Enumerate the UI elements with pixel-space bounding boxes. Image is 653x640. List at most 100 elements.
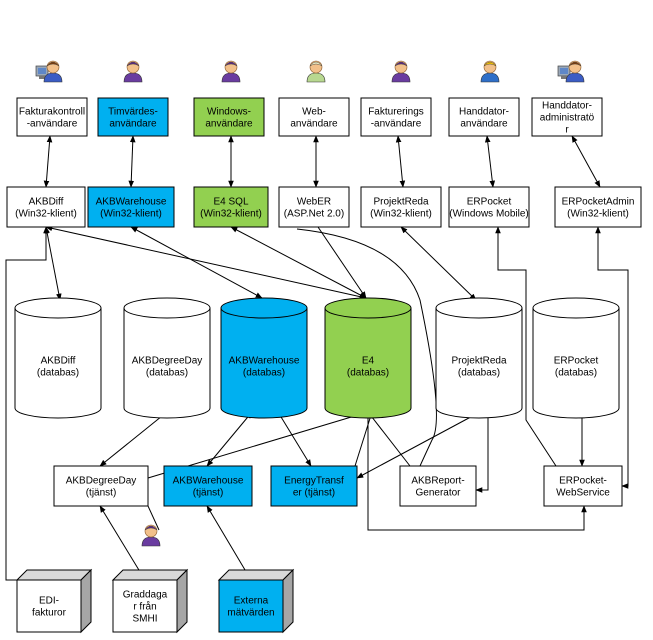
node-label: -användare	[27, 119, 78, 130]
box-c7[interactable]: ERPocketAdmin(Win32-klient)	[554, 186, 642, 228]
node-label: Generator	[415, 488, 461, 499]
database-body	[435, 308, 523, 419]
box-shape	[360, 97, 432, 137]
node-label: (databas)	[146, 368, 188, 379]
cube-side	[282, 568, 294, 634]
node-label: WebService	[556, 488, 610, 499]
connector	[99, 505, 146, 581]
node-label: Externa	[234, 596, 269, 607]
node-label: AKBWarehouse	[96, 197, 167, 208]
node-label: (tjänst)	[193, 488, 224, 499]
box-shape	[97, 97, 169, 137]
box-u6[interactable]: Handdator-användare	[448, 97, 520, 137]
box-c4[interactable]: WebER(ASP.Net 2.0)	[278, 186, 350, 228]
database-body	[532, 308, 620, 419]
box-u3[interactable]: Windows-användare	[193, 97, 265, 137]
box-shape	[6, 186, 86, 228]
node-label: (Win32-klient)	[370, 209, 432, 220]
database-d5[interactable]: ProjektReda(databas)	[435, 297, 523, 419]
database-d2[interactable]: AKBDegreeDay(databas)	[123, 297, 211, 419]
user-icon	[141, 524, 161, 547]
database-d1[interactable]: AKBDiff(databas)	[14, 297, 102, 419]
box-s1[interactable]: AKBDegreeDay(tjänst)	[53, 465, 149, 507]
box-shape	[278, 97, 350, 137]
box-shape	[270, 465, 358, 507]
node-label: (databas)	[458, 368, 500, 379]
connector	[230, 226, 367, 299]
node-label: Graddaga	[123, 590, 168, 601]
box-c3[interactable]: E4 SQL(Win32-klient)	[193, 186, 269, 228]
node-label: Web-	[302, 107, 326, 118]
node-label: (Windows Mobile)	[449, 209, 528, 220]
node-label: (Win32-klient)	[15, 209, 77, 220]
box-s4[interactable]: AKBReport-Generator	[399, 465, 477, 507]
node-label: administratö	[540, 113, 595, 124]
node-label: er (tjänst)	[293, 488, 335, 499]
connector	[206, 505, 252, 581]
worker-icon	[480, 60, 500, 83]
connector	[475, 412, 489, 493]
node-label: AKBWarehouse	[173, 476, 244, 487]
node-label: mätvärden	[227, 608, 274, 619]
node-label: fakturor	[32, 608, 67, 619]
box-shape	[163, 465, 253, 507]
node-label: ERPocket	[554, 356, 599, 367]
node-label: (databas)	[37, 368, 79, 379]
database-top	[324, 297, 412, 319]
database-d3[interactable]: AKBWarehouse(databas)	[220, 297, 308, 419]
box-shape	[531, 97, 603, 137]
node-label: (Win32-klient)	[567, 209, 629, 220]
box-shape	[448, 97, 520, 137]
node-label: EDI-	[39, 596, 59, 607]
node-label: (databas)	[243, 368, 285, 379]
box-c1[interactable]: AKBDiff(Win32-klient)	[6, 186, 86, 228]
box-c6[interactable]: ERPocket(Windows Mobile)	[448, 186, 530, 228]
box-s5[interactable]: ERPocket-WebService	[543, 465, 623, 507]
node-label: Windows-	[207, 107, 251, 118]
box-shape	[278, 186, 350, 228]
node-label: Timvärdes-	[108, 107, 158, 118]
connector	[571, 135, 601, 188]
connector	[354, 411, 373, 467]
box-c2[interactable]: AKBWarehouse(Win32-klient)	[87, 186, 175, 228]
node-label: AKBDiff	[29, 197, 64, 208]
node-label: EnergyTransf	[284, 476, 344, 487]
box-shape	[543, 465, 623, 507]
database-top	[435, 297, 523, 319]
node-label: användare	[290, 119, 338, 130]
database-body	[14, 308, 102, 419]
node-label: AKBDegreeDay	[66, 476, 137, 487]
connector	[45, 225, 367, 300]
box-u2[interactable]: Timvärdes-användare	[97, 97, 169, 137]
database-d4[interactable]: E4(databas)	[324, 297, 412, 419]
connector	[44, 226, 62, 301]
box-u1[interactable]: Fakturakontroll-användare	[16, 97, 88, 137]
box-u4[interactable]: Web-användare	[278, 97, 350, 137]
database-top	[220, 297, 308, 319]
node-label: Handdator-	[459, 107, 509, 118]
node-label: r från	[133, 601, 156, 613]
node-label: -användare	[371, 119, 422, 130]
box-shape	[53, 465, 149, 507]
node-label: AKBWarehouse	[229, 356, 300, 367]
node-label: (databas)	[347, 368, 389, 379]
cube-front	[218, 579, 284, 633]
box-s2[interactable]: AKBWarehouse(tjänst)	[163, 465, 253, 507]
source-x1[interactable]: EDI-fakturor	[15, 568, 93, 634]
database-body	[220, 308, 308, 419]
database-d6[interactable]: ERPocket(databas)	[532, 297, 620, 419]
box-shape	[16, 97, 88, 137]
box-shape	[360, 186, 442, 228]
connector	[484, 135, 496, 188]
database-top	[123, 297, 211, 319]
box-shape	[448, 186, 530, 228]
box-c5[interactable]: ProjektReda(Win32-klient)	[360, 186, 442, 228]
node-label: (Win32-klient)	[200, 209, 262, 220]
box-shape	[554, 186, 642, 228]
box-u5[interactable]: Fakturerings-användare	[360, 97, 432, 137]
database-top	[14, 297, 102, 319]
